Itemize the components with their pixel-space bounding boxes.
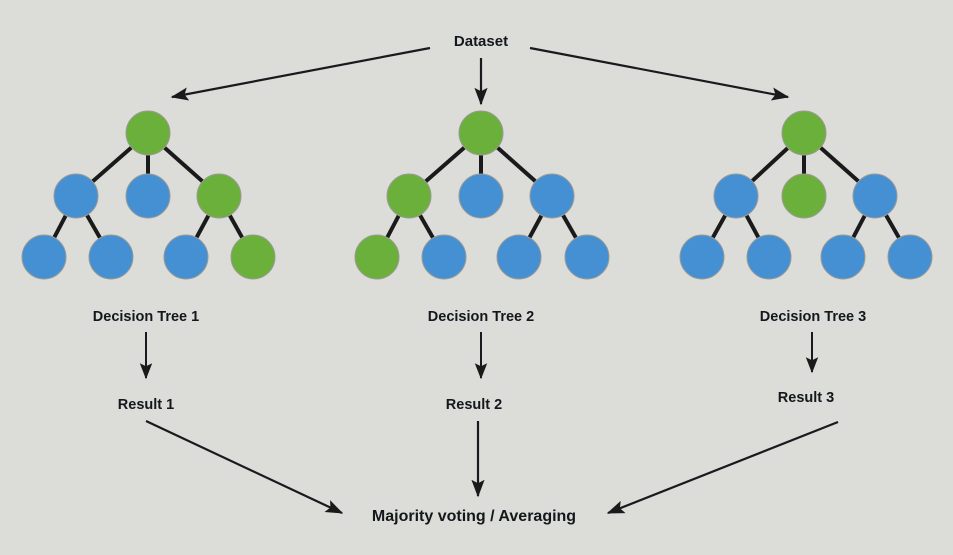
tree-node-blue[interactable] <box>88 234 134 280</box>
tree-node-green[interactable] <box>781 110 827 156</box>
tree-node-blue[interactable] <box>529 173 575 219</box>
tree-node-blue[interactable] <box>713 173 759 219</box>
tree-node-blue[interactable] <box>746 234 792 280</box>
tree-node-blue[interactable] <box>820 234 866 280</box>
tree-node-green[interactable] <box>230 234 276 280</box>
tree-node-blue[interactable] <box>421 234 467 280</box>
split-arrow <box>529 46 790 101</box>
tree-node-blue[interactable] <box>852 173 898 219</box>
tree-label: Decision Tree 2 <box>428 309 534 325</box>
tree-labels-layer: Decision Tree 1 Result 1 Decision Tree 2 Re… <box>93 309 866 413</box>
tree-node-blue[interactable] <box>679 234 725 280</box>
tree-node-blue[interactable] <box>564 234 610 280</box>
tree-node-blue[interactable] <box>496 234 542 280</box>
tree-node-blue[interactable] <box>887 234 933 280</box>
tree-node-green[interactable] <box>354 234 400 280</box>
tree-label: Decision Tree 3 <box>760 309 866 325</box>
split-arrow <box>170 46 431 101</box>
tree-node-green[interactable] <box>458 110 504 156</box>
flow-arrows-layer <box>139 46 839 515</box>
tree-node-blue[interactable] <box>53 173 99 219</box>
tree-label: Decision Tree 1 <box>93 309 199 325</box>
result-label: Result 2 <box>446 397 502 413</box>
aggregate-label: Majority voting / Averaging <box>372 508 576 525</box>
tree-node-green[interactable] <box>196 173 242 219</box>
result-label: Result 3 <box>778 390 834 406</box>
tree-node-blue[interactable] <box>458 173 504 219</box>
tree-node-blue[interactable] <box>125 173 171 219</box>
tree-node-blue[interactable] <box>163 234 209 280</box>
tree-nodes-layer <box>21 110 933 280</box>
result-to-aggregate-arrow <box>145 420 344 514</box>
result-to-aggregate-arrow <box>606 420 839 515</box>
tree-node-green[interactable] <box>386 173 432 219</box>
result-label: Result 1 <box>118 397 174 413</box>
tree-node-green[interactable] <box>781 173 827 219</box>
tree-node-green[interactable] <box>125 110 171 156</box>
dataset-label: Dataset <box>454 33 508 50</box>
tree-node-blue[interactable] <box>21 234 67 280</box>
